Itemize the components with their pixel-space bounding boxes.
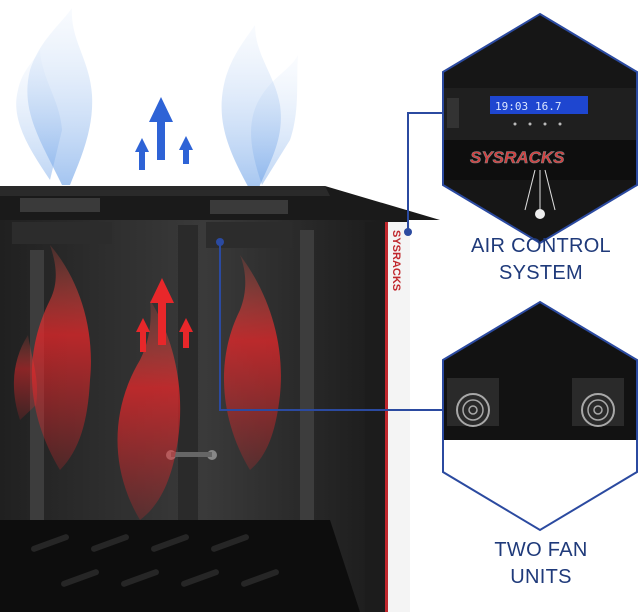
fan-units-zoom [442,300,638,532]
heat-up-arrows [136,278,193,352]
air-control-title: AIR CONTROL [471,235,611,257]
fan-units-subtitle: UNITS [510,566,572,588]
cool-air-wisps [16,8,298,190]
air-control-zoom: 19:03 16.7 SYSRACKS [442,12,638,245]
fan-units-callout: TWO FAN UNITS [448,537,634,591]
air-control-subtitle: SYSTEM [498,262,584,284]
fan-units-title: TWO FAN [494,539,588,561]
callout-connectors [219,112,443,411]
fan-icon [456,393,490,427]
connector-dot [404,228,412,236]
connector-dot [216,238,224,246]
fan-icon [581,393,615,427]
air-up-arrows [135,97,193,170]
display-brand-logo: SYSRACKS [470,148,565,167]
air-control-callout: AIR CONTROL SYSTEM [448,233,634,287]
server-cabinet [0,186,440,612]
side-brand-label: SYSRACKS [390,230,402,291]
hot-air-flames [13,245,281,520]
lcd-temperature: 16.7 [535,100,562,113]
lcd-time: 19:03 [495,100,528,113]
